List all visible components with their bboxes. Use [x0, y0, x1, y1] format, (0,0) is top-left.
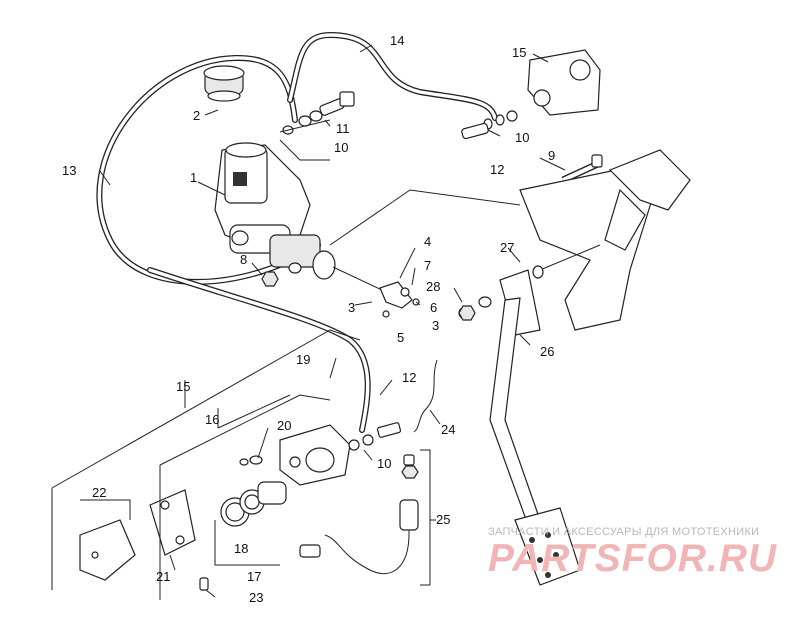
- callout-26: 26: [540, 344, 554, 359]
- callout-11: 11: [336, 121, 350, 136]
- callout-22: 22: [92, 485, 106, 500]
- callout-1: 1: [190, 170, 197, 185]
- watermark-logo: PARTSFOR.RU: [488, 537, 778, 580]
- callout-17: 17: [247, 569, 261, 584]
- callout-25: 25: [436, 512, 450, 527]
- callout-6: 6: [430, 300, 437, 315]
- callout-14: 14: [390, 33, 404, 48]
- mount-plate-22: [79, 519, 136, 581]
- clutch-pedal: [489, 269, 581, 586]
- bolt-11-group: [282, 91, 355, 135]
- callout-3a: 3: [348, 300, 355, 315]
- callout-3b: 3: [432, 318, 439, 333]
- slave-cylinder-lower: [279, 422, 402, 486]
- reservoir-cap: [203, 65, 245, 102]
- master-cylinder: [214, 142, 383, 291]
- bolt-9: [561, 154, 603, 184]
- callout-21: 21: [156, 569, 170, 584]
- callout-18: 18: [234, 541, 248, 556]
- slave-cylinder-upper: [461, 49, 601, 140]
- callout-15a: 15: [512, 45, 526, 60]
- callout-20: 20: [277, 418, 291, 433]
- watermark-tagline: ЗАПЧАСТИ И АКСЕССУАРЫ ДЛЯ МОТОТЕХНИКИ: [488, 526, 760, 538]
- callout-2: 2: [193, 108, 200, 123]
- callout-labels: 1 2 3 3 4 5 6 7 8 9 10 10 10 11 12 12 13…: [62, 33, 555, 605]
- callout-12a: 12: [490, 162, 504, 177]
- hose-14: [287, 31, 498, 121]
- hose-13: [96, 54, 321, 285]
- pedal-bracket: [519, 149, 691, 331]
- nut-8: [261, 262, 302, 287]
- callout-27: 27: [500, 240, 514, 255]
- callout-10a: 10: [334, 140, 348, 155]
- callout-12b: 12: [402, 370, 416, 385]
- callout-7: 7: [424, 258, 431, 273]
- callout-23: 23: [249, 590, 263, 605]
- mount-bracket-21: [149, 489, 196, 556]
- hose-lower: [147, 267, 371, 433]
- clutch-switch-25: [299, 454, 419, 575]
- callout-10c: 10: [377, 456, 391, 471]
- clevis-assembly: [379, 281, 420, 318]
- callout-5: 5: [397, 330, 404, 345]
- callout-24: 24: [441, 422, 455, 437]
- callout-15b: 15: [176, 379, 190, 394]
- seal-rings: [220, 455, 287, 527]
- leader-lines: [51, 44, 566, 600]
- bleeder-23: [199, 577, 209, 591]
- pivot-hardware: [458, 265, 544, 321]
- spring-24: [413, 359, 438, 433]
- callout-10b: 10: [515, 130, 529, 145]
- callout-19: 19: [296, 352, 310, 367]
- callout-8: 8: [240, 252, 247, 267]
- callout-13: 13: [62, 163, 76, 178]
- callout-16: 16: [205, 412, 219, 427]
- callout-9: 9: [548, 148, 555, 163]
- callout-4: 4: [424, 234, 431, 249]
- callout-28: 28: [426, 279, 440, 294]
